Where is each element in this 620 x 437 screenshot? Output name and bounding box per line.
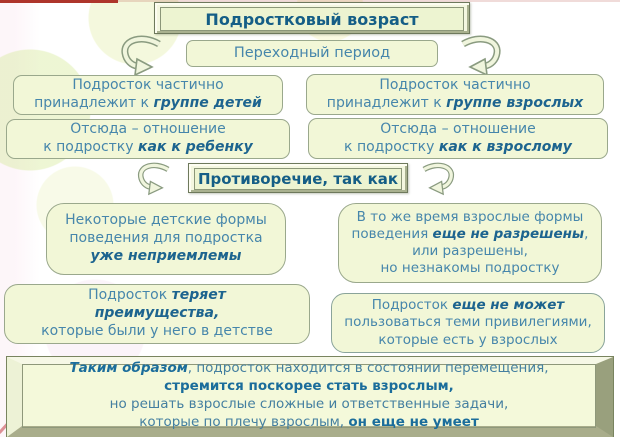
subtitle-text: Переходный период (233, 45, 391, 62)
top-border-line-faint (118, 0, 620, 2)
box-loses-advantages: Подросток теряет преимущества, которые б… (4, 284, 310, 344)
conclusion-text: Таким образом, подросток находится в сос… (22, 360, 596, 430)
box-attitude-as-adult: Отсюда – отношение к подростку как к взр… (308, 118, 608, 159)
box-teen-belongs-children: Подросток частично принадлежит к группе … (13, 75, 283, 115)
curved-arrow-top-right-icon (461, 35, 501, 77)
contradiction-text: Противоречие, так как (194, 168, 402, 190)
curved-arrow-mid-right-icon (422, 162, 455, 196)
curved-arrow-mid-left-icon (137, 162, 170, 196)
curved-arrow-top-left-icon (121, 35, 161, 77)
line: Подросток частично (72, 77, 224, 94)
conclusion-line-4: которые по плечу взрослым, он еще не уме… (139, 413, 479, 430)
conclusion-line-3: но решать взрослые сложные и ответственн… (109, 396, 509, 412)
box-attitude-as-child: Отсюда – отношение к подростку как к реб… (6, 119, 290, 159)
top-border-line (0, 0, 118, 3)
contradiction-box: Противоречие, так как (188, 163, 408, 193)
box-adult-forms-not-allowed: В то же время взрослые формы поведения е… (338, 203, 602, 283)
title-box: Подростковый возраст (154, 2, 470, 34)
subtitle-box: Переходный период (186, 40, 438, 67)
box-cannot-use-privileges: Подросток еще не может пользоваться теми… (331, 293, 605, 353)
box-teen-belongs-adults: Подросток частично принадлежит к группе … (306, 74, 604, 115)
conclusion-line-2: стремится поскорее стать взрослым, (164, 378, 454, 395)
conclusion-line-1: Таким образом, подросток находится в сос… (69, 360, 549, 377)
box-childish-forms-unacceptable: Некоторые детские формы поведения для по… (46, 203, 286, 275)
conclusion-box: Таким образом, подросток находится в сос… (6, 356, 614, 437)
page-title: Подростковый возраст (160, 7, 464, 31)
